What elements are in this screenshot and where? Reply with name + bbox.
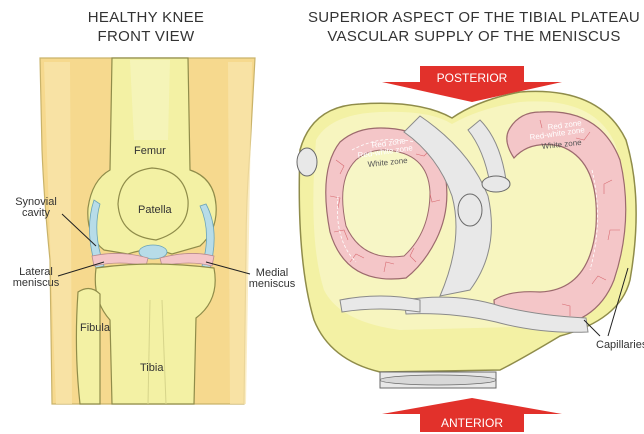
- knee-front-view: [40, 58, 255, 404]
- tibia-label: Tibia: [140, 362, 164, 374]
- capillaries-label: Capillaries: [596, 339, 644, 351]
- plateau-title-line2: VASCULAR SUPPLY OF THE MENISCUS: [327, 28, 620, 45]
- tibial-plateau: [297, 91, 636, 388]
- ligament-stub: [297, 148, 317, 176]
- knee-title-line1: HEALTHY KNEE: [88, 9, 204, 26]
- knee-title-line2: FRONT VIEW: [98, 28, 195, 45]
- medial-label-line2: meniscus: [249, 278, 296, 290]
- fibula-bone: [76, 288, 100, 404]
- plateau-title-line1: SUPERIOR ASPECT OF THE TIBIAL PLATEAU: [308, 9, 640, 26]
- lateral-label-line2: meniscus: [13, 277, 60, 289]
- femur-label: Femur: [134, 145, 166, 157]
- posterior-label: POSTERIOR: [437, 71, 508, 85]
- anterior-label: ANTERIOR: [441, 416, 503, 430]
- synovial-label-line2: cavity: [22, 207, 51, 219]
- fibula-label: Fibula: [80, 322, 111, 334]
- patella-label: Patella: [138, 204, 173, 216]
